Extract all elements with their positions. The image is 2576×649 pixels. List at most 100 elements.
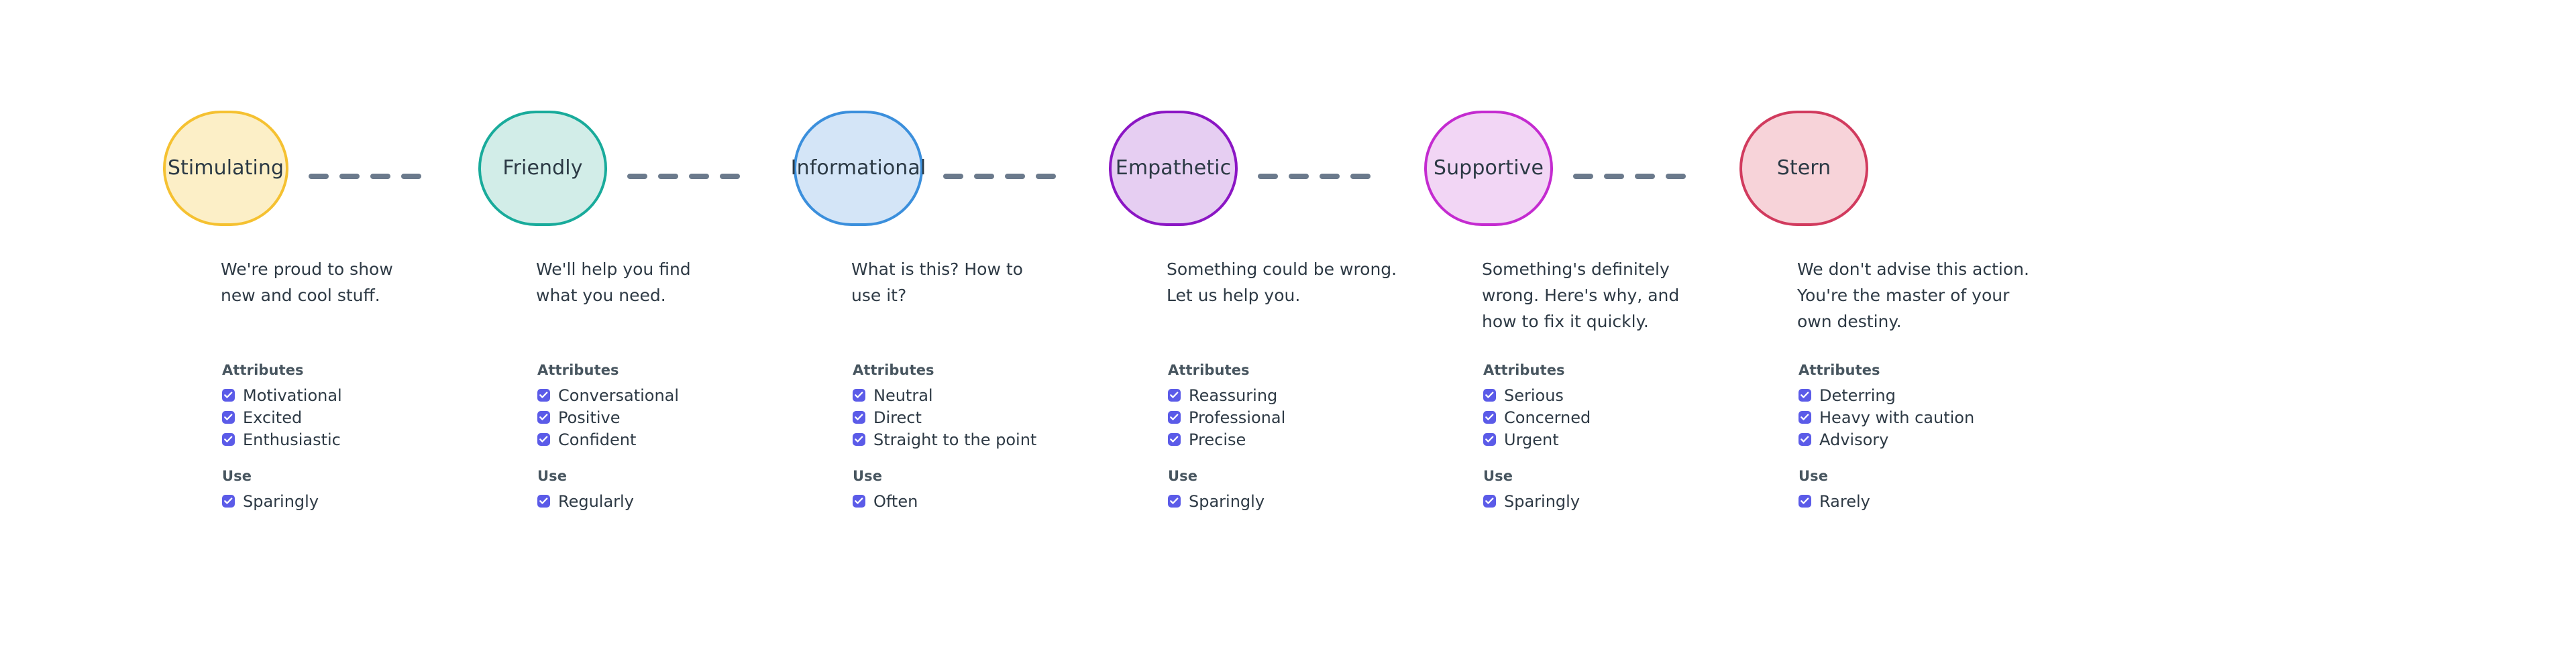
use-heading: Use	[1483, 468, 1513, 484]
attribute-checkbox-row[interactable]: Confident	[537, 429, 806, 450]
tone-pill[interactable]: Stimulating	[163, 111, 288, 226]
checkbox-label: Heavy with caution	[1819, 408, 1975, 427]
tone-pill-label: Empathetic	[1115, 156, 1232, 180]
use-checkbox-row[interactable]: Sparingly	[1168, 491, 1436, 512]
checkmark-icon[interactable]	[537, 389, 550, 402]
connector-dash	[1036, 174, 1056, 179]
checkbox-label: Excited	[243, 408, 303, 427]
connector-dash	[974, 174, 994, 179]
attribute-checkbox-row[interactable]: Concerned	[1483, 407, 1752, 428]
use-checkbox-row[interactable]: Often	[853, 491, 1121, 512]
attribute-checkbox-row[interactable]: Motivational	[222, 385, 490, 406]
tone-pill[interactable]: Informational	[791, 111, 926, 226]
dashed-connector	[305, 172, 423, 181]
checkbox-label: Direct	[873, 408, 922, 427]
attribute-checkbox-row[interactable]: Urgent	[1483, 429, 1752, 450]
tone-column: Stern We don't advise this action. You're…	[1739, 0, 2055, 649]
attribute-checkbox-row[interactable]: Straight to the point	[853, 429, 1121, 450]
connector-dash	[1573, 174, 1593, 179]
attribute-checkbox-row[interactable]: Direct	[853, 407, 1121, 428]
dashed-connector	[939, 172, 1057, 181]
attribute-checkbox-row[interactable]: Excited	[222, 407, 490, 428]
attribute-checkbox-row[interactable]: Reassuring	[1168, 385, 1436, 406]
attributes-heading: Attributes	[222, 362, 304, 378]
checkmark-icon[interactable]	[853, 433, 865, 446]
tone-pill[interactable]: Supportive	[1424, 111, 1553, 226]
checkmark-icon[interactable]	[1483, 411, 1496, 424]
checkbox-label: Motivational	[243, 386, 342, 405]
checkmark-icon[interactable]	[537, 433, 550, 446]
attribute-checkbox-row[interactable]: Serious	[1483, 385, 1752, 406]
attribute-checkbox-row[interactable]: Advisory	[1799, 429, 2067, 450]
connector-dash	[1320, 174, 1340, 179]
checkmark-icon[interactable]	[1483, 433, 1496, 446]
attribute-checkbox-row[interactable]: Deterring	[1799, 385, 2067, 406]
attributes-heading: Attributes	[853, 362, 934, 378]
checkmark-icon[interactable]	[222, 495, 235, 508]
attribute-checkbox-row[interactable]: Professional	[1168, 407, 1436, 428]
dashed-connector	[1254, 172, 1372, 181]
use-heading: Use	[853, 468, 883, 484]
tone-pill[interactable]: Empathetic	[1109, 111, 1238, 226]
checkmark-icon[interactable]	[1168, 411, 1181, 424]
checkmark-icon[interactable]	[1799, 433, 1811, 446]
checkbox-label: Sparingly	[1189, 491, 1265, 511]
attribute-checkbox-row[interactable]: Conversational	[537, 385, 806, 406]
use-heading: Use	[537, 468, 568, 484]
checkmark-icon[interactable]	[1483, 389, 1496, 402]
tone-pill[interactable]: Friendly	[478, 111, 607, 226]
checkmark-icon[interactable]	[1483, 495, 1496, 508]
checkmark-icon[interactable]	[537, 495, 550, 508]
connector-dash	[689, 174, 709, 179]
checkmark-icon[interactable]	[222, 389, 235, 402]
dashed-connector	[1569, 172, 1687, 181]
checkbox-label: Positive	[558, 408, 621, 427]
checkmark-icon[interactable]	[1168, 495, 1181, 508]
connector-dash	[339, 174, 360, 179]
checkbox-label: Enthusiastic	[243, 430, 341, 449]
tone-description: What is this? How to use it?	[851, 259, 1023, 305]
connector-dash	[370, 174, 390, 179]
tone-pill-label: Supportive	[1433, 156, 1544, 180]
checkmark-icon[interactable]	[222, 433, 235, 446]
checkbox-label: Advisory	[1819, 430, 1889, 449]
checkmark-icon[interactable]	[1799, 389, 1811, 402]
checkmark-icon[interactable]	[537, 411, 550, 424]
attribute-checkbox-row[interactable]: Positive	[537, 407, 806, 428]
checkmark-icon[interactable]	[1799, 495, 1811, 508]
checkbox-label: Urgent	[1504, 430, 1559, 449]
connector-dash	[658, 174, 678, 179]
connector-dash	[309, 174, 329, 179]
checkmark-icon[interactable]	[853, 411, 865, 424]
use-checkbox-row[interactable]: Regularly	[537, 491, 806, 512]
checkmark-icon[interactable]	[853, 389, 865, 402]
connector-dash	[1635, 174, 1655, 179]
attribute-checkbox-row[interactable]: Precise	[1168, 429, 1436, 450]
use-checkbox-row[interactable]: Sparingly	[222, 491, 490, 512]
tone-description: We don't advise this action. You're the …	[1797, 259, 2029, 331]
checkbox-label: Regularly	[558, 491, 634, 511]
connector-dash	[1289, 174, 1309, 179]
attributes-heading: Attributes	[1799, 362, 1880, 378]
checkmark-icon[interactable]	[1168, 389, 1181, 402]
checkmark-icon[interactable]	[1799, 411, 1811, 424]
use-checkbox-row[interactable]: Sparingly	[1483, 491, 1752, 512]
checkmark-icon[interactable]	[1168, 433, 1181, 446]
attribute-checkbox-row[interactable]: Heavy with caution	[1799, 407, 2067, 428]
checkbox-label: Sparingly	[1504, 491, 1580, 511]
checkbox-label: Sparingly	[243, 491, 319, 511]
tone-description: Something could be wrong. Let us help yo…	[1167, 259, 1397, 305]
attribute-checkbox-row[interactable]: Enthusiastic	[222, 429, 490, 450]
checkmark-icon[interactable]	[853, 495, 865, 508]
use-checkbox-row[interactable]: Rarely	[1799, 491, 2067, 512]
connector-dash	[1005, 174, 1025, 179]
attribute-checkbox-row[interactable]: Neutral	[853, 385, 1121, 406]
connector-dash	[1666, 174, 1686, 179]
tone-pill[interactable]: Stern	[1739, 111, 1868, 226]
connector-dash	[720, 174, 740, 179]
checkmark-icon[interactable]	[222, 411, 235, 424]
